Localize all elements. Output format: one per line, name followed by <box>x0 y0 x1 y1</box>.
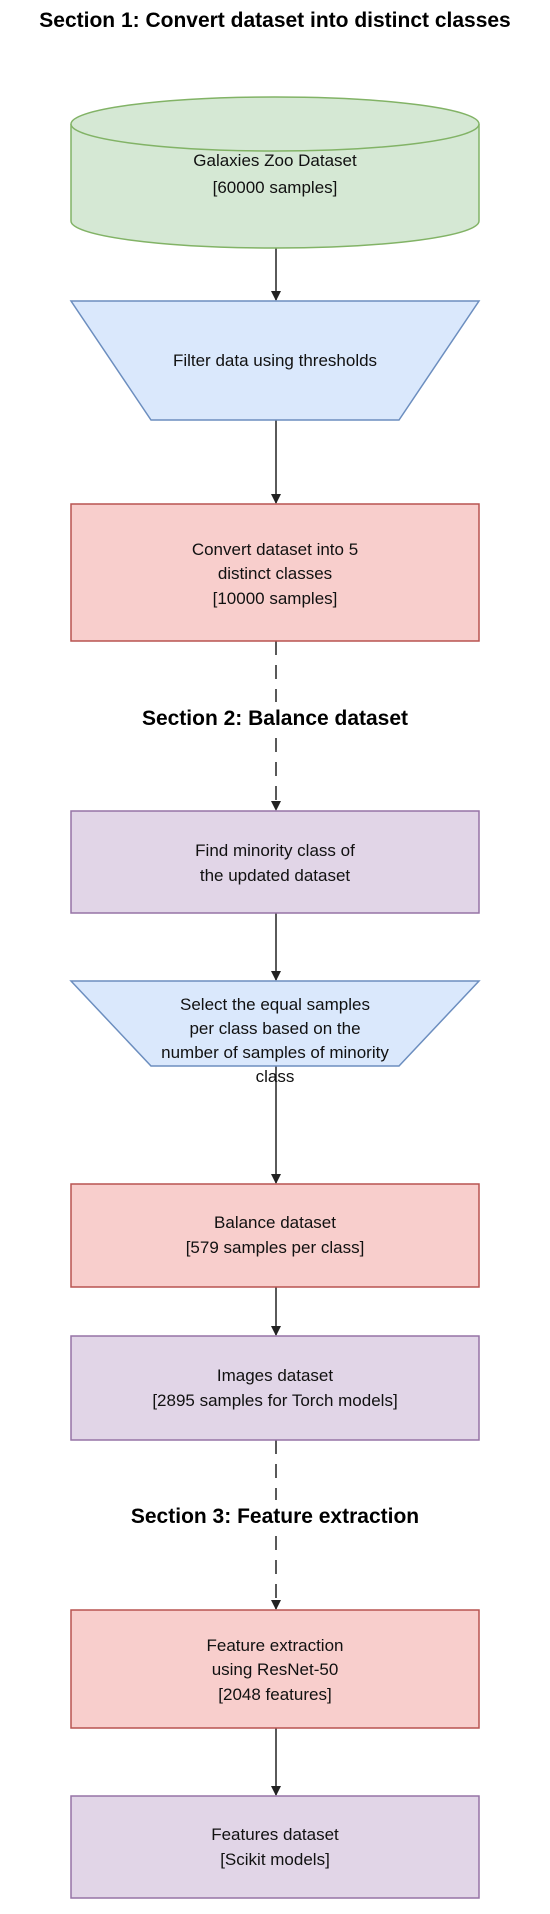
section-2-title: Section 2: Balance dataset <box>142 707 408 730</box>
find-minority-class-node: Find minority class of the updated datas… <box>70 810 480 914</box>
feature-extraction-node: Feature extraction using ResNet-50 [2048… <box>70 1609 480 1729</box>
feature-extraction-label-line-1: Feature extraction <box>206 1636 343 1655</box>
images-dataset-node: Images dataset [2895 samples for Torch m… <box>70 1335 480 1441</box>
feature-extraction-label-line-3: [2048 features] <box>218 1685 331 1704</box>
convert-dataset-label-line-2: distinct classes <box>218 564 332 583</box>
galaxy-zoo-dataset-label-line-2: [60000 samples] <box>213 178 338 197</box>
features-dataset-node: Features dataset [Scikit models] <box>70 1795 480 1899</box>
galaxy-zoo-dataset-label-line-1: Galaxies Zoo Dataset <box>193 151 357 170</box>
convert-dataset-node: Convert dataset into 5 distinct classes … <box>70 503 480 642</box>
galaxy-zoo-dataset-node: Galaxies Zoo Dataset [60000 samples] <box>70 96 480 249</box>
balance-dataset-node: Balance dataset [579 samples per class] <box>70 1183 480 1288</box>
balance-dataset-label-line-1: Balance dataset <box>214 1213 336 1232</box>
section-3-title: Section 3: Feature extraction <box>131 1505 419 1528</box>
section-1-title: Section 1: Convert dataset into distinct… <box>39 9 510 32</box>
filter-data-node: Filter data using thresholds <box>69 300 481 421</box>
features-dataset-label-line-1: Features dataset <box>211 1825 339 1844</box>
balance-dataset-label-line-2: [579 samples per class] <box>186 1238 365 1257</box>
convert-dataset-label-line-1: Convert dataset into 5 <box>192 540 358 559</box>
select-samples-label-line-4: class <box>256 1067 295 1086</box>
select-equal-samples-node: Select the equal samples per class based… <box>69 980 481 1086</box>
find-minority-label-line-2: the updated dataset <box>200 866 351 885</box>
convert-dataset-label-line-3: [10000 samples] <box>213 589 338 608</box>
select-samples-label-line-2: per class based on the <box>189 1019 360 1038</box>
images-dataset-label-line-1: Images dataset <box>217 1366 334 1385</box>
features-dataset-label-line-2: [Scikit models] <box>220 1850 330 1869</box>
images-dataset-label-line-2: [2895 samples for Torch models] <box>152 1391 397 1410</box>
filter-data-label: Filter data using thresholds <box>173 351 377 370</box>
feature-extraction-label-line-2: using ResNet-50 <box>212 1660 339 1679</box>
find-minority-label-line-1: Find minority class of <box>195 841 355 860</box>
select-samples-label-line-1: Select the equal samples <box>180 995 370 1014</box>
select-samples-label-line-3: number of samples of minority <box>161 1043 389 1062</box>
